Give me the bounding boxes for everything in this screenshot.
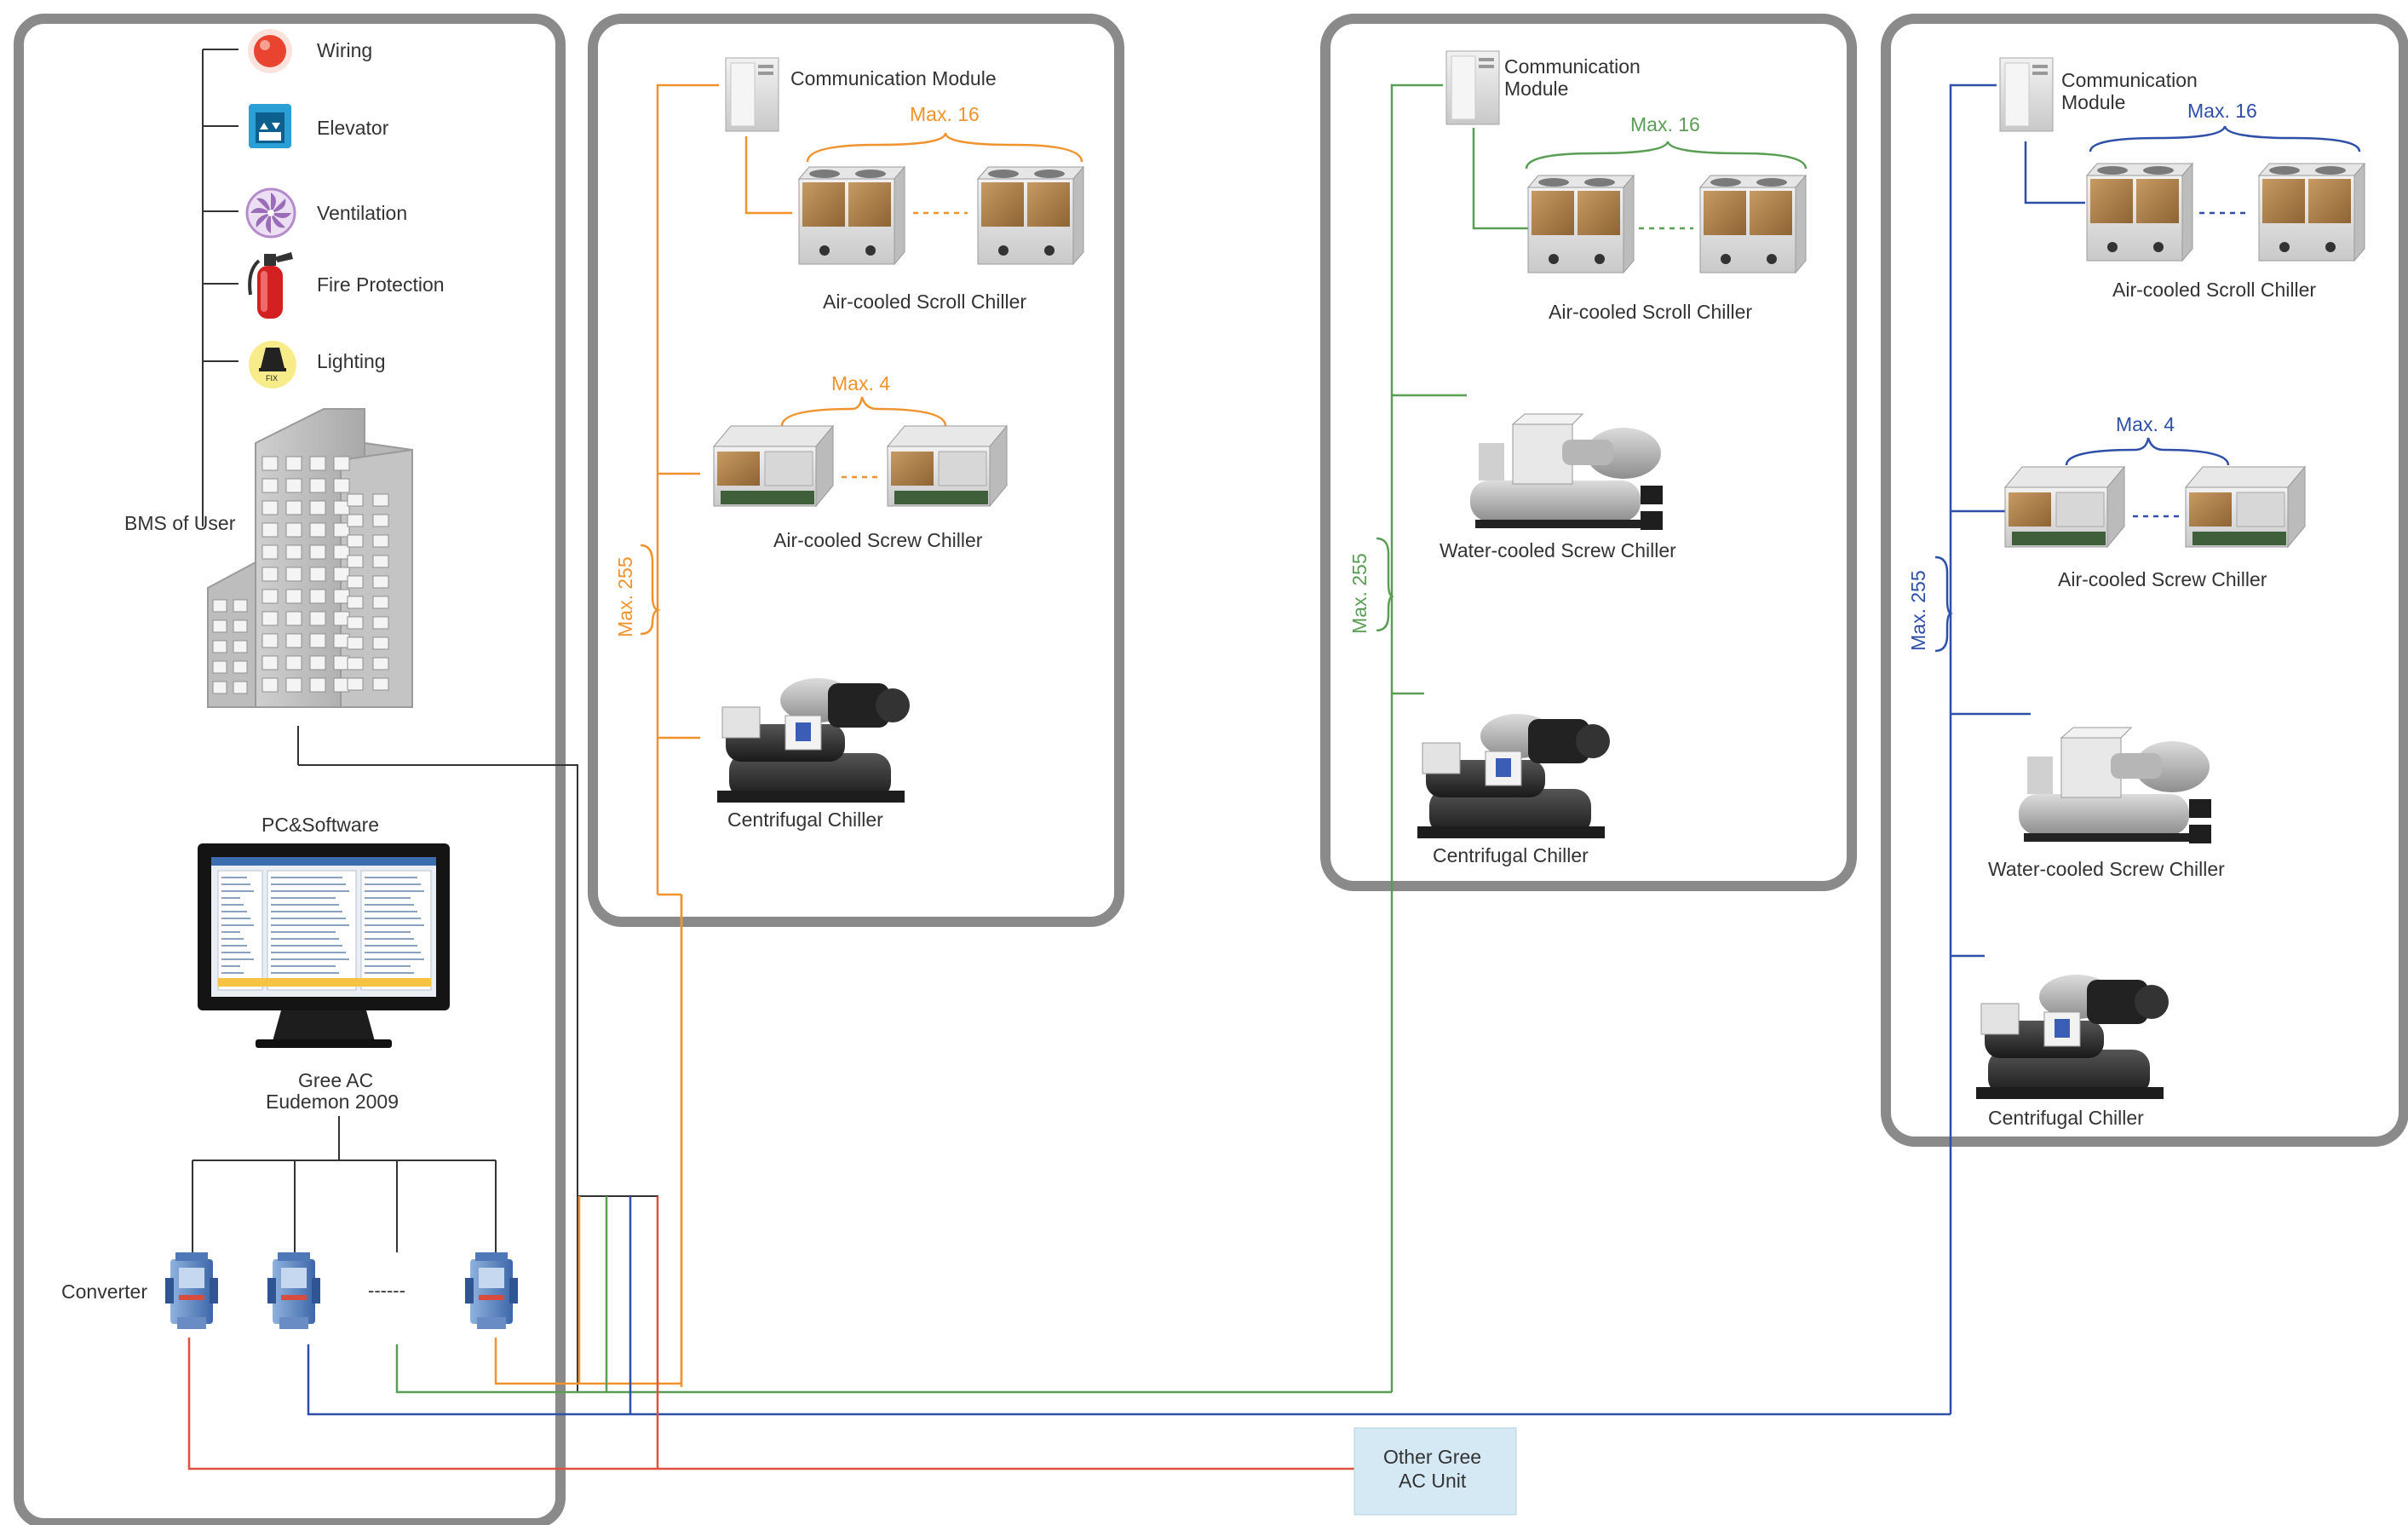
- green-bus-lines: [1390, 83, 1528, 1392]
- pc-software-label: PC&Software: [261, 814, 379, 836]
- blue-screw-label: Air-cooled Screw Chiller: [2058, 568, 2267, 590]
- converter-label: Converter: [61, 1280, 147, 1303]
- blue-max255-brace: [1934, 555, 1953, 653]
- blue-max4-label: Max. 4: [2116, 413, 2175, 435]
- green-max16-label: Max. 16: [1630, 113, 1700, 135]
- blue-max16-brace: [2089, 125, 2361, 152]
- converter-device-3: [465, 1252, 518, 1329]
- blue-screw-chiller-1: [2004, 466, 2125, 548]
- blue-comm-label-1: Communication: [2061, 69, 2198, 91]
- elevator-label: Elevator: [317, 117, 389, 139]
- orange-screw-label: Air-cooled Screw Chiller: [773, 529, 983, 551]
- pc-monitor-illustration: [198, 843, 450, 1048]
- green-max255-label: Max. 255: [1348, 553, 1371, 634]
- orange-max4-label: Max. 4: [831, 372, 890, 394]
- wiring-icon: [248, 29, 292, 73]
- orange-comm-label: Communication Module: [790, 67, 997, 89]
- blue-max255-label: Max. 255: [1907, 570, 1929, 651]
- orange-comm-module: [725, 57, 779, 132]
- red-trunk: [187, 1196, 1354, 1470]
- orange-max16-label: Max. 16: [910, 103, 980, 125]
- blue-scroll-label: Air-cooled Scroll Chiller: [2112, 279, 2316, 301]
- orange-max255-label: Max. 255: [614, 556, 636, 637]
- green-comm-module: [1445, 50, 1500, 125]
- blue-comm-module: [1999, 57, 2054, 132]
- green-scroll-chiller-2: [1699, 175, 1807, 273]
- blue-trunk: [307, 1196, 1951, 1416]
- blue-network-panel: [1881, 14, 2408, 1147]
- green-scroll-chiller-1: [1527, 175, 1635, 273]
- wiring-label: Wiring: [317, 39, 372, 61]
- converter-tree-lines: [192, 1116, 497, 1252]
- blue-screw-chiller-2: [2185, 466, 2306, 548]
- converter-ellipsis: ------: [368, 1280, 405, 1301]
- orange-max255-brace: [640, 544, 661, 636]
- blue-bus-lines: [1949, 83, 2085, 1414]
- orange-max16-brace: [806, 132, 1083, 163]
- blue-centrifugal-label: Centrifugal Chiller: [1988, 1107, 2144, 1129]
- other-gree-ac-unit-box: [1353, 1427, 1517, 1516]
- elevator-icon: [249, 104, 291, 148]
- orange-screw-chiller-1: [713, 425, 834, 507]
- green-comm-label-2: Module: [1504, 78, 1568, 100]
- fire-extinguisher-icon: [248, 252, 293, 319]
- lighting-icon: FIX: [249, 341, 296, 388]
- svg-text:FIX: FIX: [266, 374, 278, 383]
- other-unit-line-1: Other Gree: [1383, 1446, 1481, 1468]
- lighting-label: Lighting: [317, 350, 386, 372]
- software-name-line-2: Eudemon 2009: [266, 1091, 399, 1113]
- other-unit-line-2: AC Unit: [1399, 1470, 1467, 1492]
- green-comm-label-1: Communication: [1504, 55, 1641, 78]
- blue-scroll-chiller-2: [2258, 163, 2365, 262]
- green-water-screw-label: Water-cooled Screw Chiller: [1440, 539, 1676, 561]
- green-trunk: [395, 1196, 1392, 1394]
- green-scroll-label: Air-cooled Scroll Chiller: [1549, 301, 1752, 323]
- green-max255-brace: [1376, 537, 1394, 632]
- blue-max4-brace: [2065, 437, 2230, 466]
- orange-scroll-label: Air-cooled Scroll Chiller: [823, 291, 1026, 313]
- ventilation-label: Ventilation: [317, 202, 407, 224]
- blue-max16-label: Max. 16: [2187, 100, 2257, 122]
- green-max16-brace: [1525, 141, 1807, 170]
- bms-of-user-label: BMS of User: [124, 512, 236, 534]
- converter-device-2: [267, 1252, 320, 1329]
- fire-protection-label: Fire Protection: [317, 273, 445, 296]
- converter-device-1: [165, 1252, 218, 1329]
- green-centrifugal-label: Centrifugal Chiller: [1433, 844, 1589, 866]
- software-name-line-1: Gree AC: [298, 1069, 373, 1091]
- orange-max4-brace: [780, 396, 947, 427]
- bms-tree-lines: [202, 49, 239, 527]
- orange-scroll-chiller-2: [977, 166, 1084, 265]
- blue-water-screw-label: Water-cooled Screw Chiller: [1988, 858, 2225, 880]
- bms-panel: [14, 14, 566, 1525]
- blue-comm-label-2: Module: [2061, 91, 2125, 113]
- orange-centrifugal-label: Centrifugal Chiller: [727, 809, 883, 831]
- orange-trunk: [494, 895, 683, 1385]
- blue-scroll-chiller-1: [2086, 163, 2193, 262]
- office-building-illustration: [207, 408, 413, 708]
- ventilation-icon: [245, 187, 296, 239]
- orange-scroll-chiller-1: [798, 166, 905, 265]
- orange-screw-chiller-2: [887, 425, 1008, 507]
